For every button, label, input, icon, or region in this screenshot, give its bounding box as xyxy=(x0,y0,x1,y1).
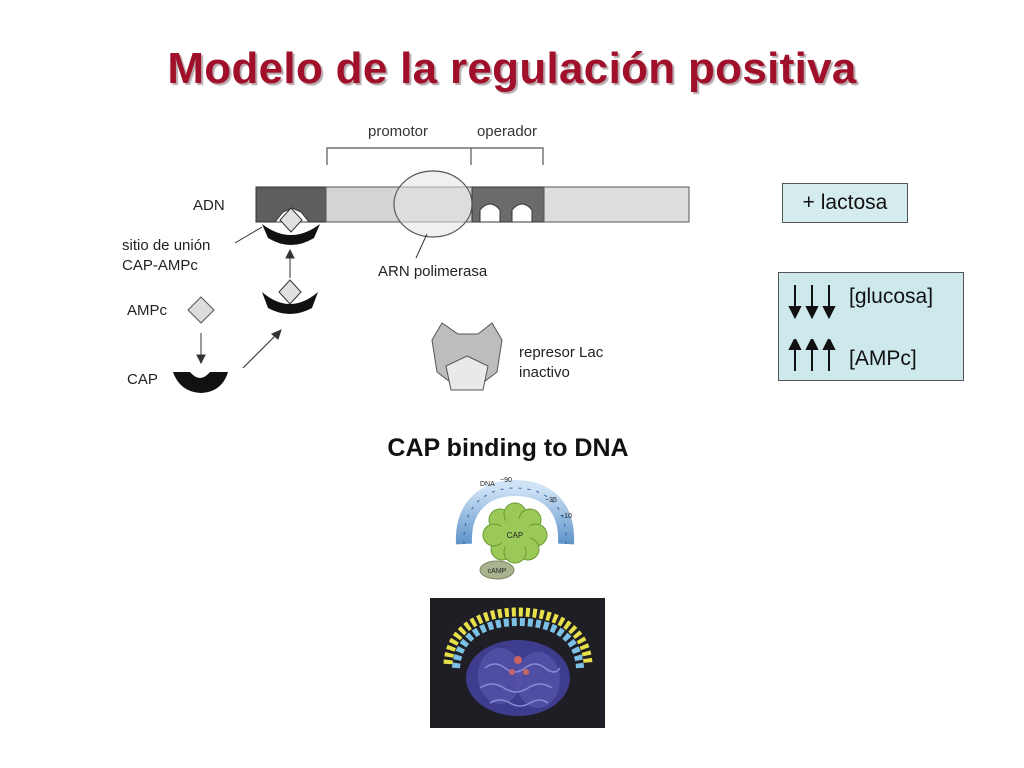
ampc-label: AMPc xyxy=(127,302,168,319)
slide-title: Modelo de la regulación positiva xyxy=(167,44,857,93)
binding-site-pointer xyxy=(234,226,263,244)
region-brackets xyxy=(326,147,544,165)
camp-label: cAMP xyxy=(488,568,507,575)
regulation-diagram: promotor operador ADN sitio de unión CAP… xyxy=(122,123,690,393)
cap-protein-label: CAP xyxy=(507,531,523,540)
rna-polymerase-pointer xyxy=(415,233,428,259)
ampc-level-label: [AMPc] xyxy=(849,347,917,370)
glucose-down-arrows-icon xyxy=(788,285,836,319)
ampc-up-arrows-icon xyxy=(788,339,836,371)
cap-dna-molecular-model xyxy=(430,598,605,728)
lactose-box: + lactosa xyxy=(782,183,908,223)
pos-10-label: −10 xyxy=(560,513,572,520)
rna-polymerase-label: ARN polimerasa xyxy=(378,263,488,280)
repressor-label-1: represor Lac xyxy=(519,344,604,361)
ampc-shape xyxy=(187,296,215,324)
cap-ampc-bound xyxy=(262,207,320,245)
levels-box: [glucosa] [AMPc] xyxy=(778,272,964,381)
cap-binding-title: CAP binding to DNA xyxy=(387,434,629,462)
binding-site-label-1: sitio de unión xyxy=(122,237,210,254)
cap-shape xyxy=(173,372,228,393)
pos-35-label: −35 xyxy=(545,497,557,504)
glucose-level-label: [glucosa] xyxy=(849,285,934,308)
cap-dna-illustration: DNA −90 −35 −10 CAP cAMP xyxy=(455,477,575,580)
cap-dna-label: DNA xyxy=(480,481,495,488)
promoter-label: promotor xyxy=(368,123,428,140)
arrow-up xyxy=(285,248,295,278)
arrow-diagonal xyxy=(242,329,282,369)
cap-ampc-complex xyxy=(262,279,318,314)
rna-polymerase-shape xyxy=(393,170,473,238)
arrow-down xyxy=(196,333,206,365)
operator-label: operador xyxy=(477,123,537,140)
lac-repressor-shape xyxy=(431,322,503,391)
repressor-label-2: inactivo xyxy=(519,364,570,381)
dna-label: ADN xyxy=(193,197,225,214)
pos-90-label: −90 xyxy=(500,477,512,484)
cap-label: CAP xyxy=(127,371,158,388)
binding-site-label-2: CAP-AMPc xyxy=(122,257,198,274)
